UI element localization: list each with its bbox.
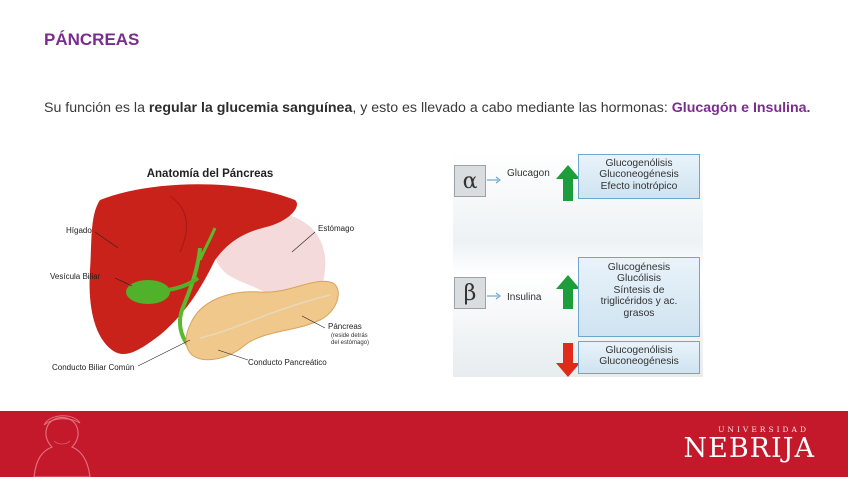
hormones-diagram: α Glucagon Glucogenólisis Gluconeogénesi… <box>453 151 703 377</box>
pancreas-anatomy-figure: Anatomía del Páncreas Hígado Vesícula Bi… <box>40 160 370 385</box>
insulina-increase-5: grasos <box>579 308 699 319</box>
label-higado: Hígado <box>66 226 92 235</box>
insulina-decrease-box: Glucogenólisis Gluconeogénesis <box>578 341 700 374</box>
portrait-watermark-icon <box>24 411 94 477</box>
glucagon-up-arrow-icon <box>556 165 580 201</box>
insulina-increase-1: Glucogénesis <box>579 262 699 273</box>
insulina-increase-box: Glucogénesis Glucólisis Síntesis de trig… <box>578 257 700 337</box>
arrow-right-icon <box>486 175 502 185</box>
intro-text-start: Su función es la <box>44 100 149 116</box>
intro-hormones-highlight: Glucagón e Insulina. <box>672 100 811 116</box>
label-pancreas-note-1: (reside detrás <box>331 333 368 340</box>
page-title: PÁNCREAS <box>44 30 139 50</box>
label-pancreas: Páncreas <box>328 322 362 331</box>
glucagon-effects-box: Glucogenólisis Gluconeogénesis Efecto in… <box>578 154 700 199</box>
label-pancreas-note-2: del estómago) <box>331 340 369 347</box>
insulina-down-arrow-icon <box>556 343 580 377</box>
insulina-label: Insulina <box>507 292 541 303</box>
glucagon-effect-2: Gluconeogénesis <box>579 169 699 180</box>
beta-cell-icon: β <box>454 277 486 309</box>
pancreas-shape <box>186 281 338 359</box>
intro-bold-text: regular la glucemia sanguínea <box>149 100 352 116</box>
insulina-up-arrow-icon <box>556 275 580 309</box>
intro-text-mid: , y esto es llevado a cabo mediante las … <box>352 100 671 116</box>
insulina-decrease-2: Gluconeogénesis <box>579 356 699 367</box>
label-vesicula: Vesícula Biliar <box>50 272 100 281</box>
insulina-increase-3: Síntesis de <box>579 285 699 296</box>
glucagon-label: Glucagon <box>507 168 550 179</box>
gallbladder-shape <box>126 280 170 304</box>
footer-bar: UNIVERSIDAD NEBRIJA <box>0 411 848 477</box>
arrow-right-icon <box>486 291 502 301</box>
label-conducto-biliar: Conducto Biliar Común <box>52 363 134 372</box>
insulina-decrease-1: Glucogenólisis <box>579 345 699 356</box>
alpha-cell-icon: α <box>454 165 486 197</box>
glucagon-effect-3: Efecto inotrópico <box>579 181 699 192</box>
brand-logo-text: NEBRIJA <box>684 433 816 464</box>
anatomy-title: Anatomía del Páncreas <box>40 168 380 180</box>
glucagon-effect-1: Glucogenólisis <box>579 158 699 169</box>
label-estomago: Estómago <box>318 224 354 233</box>
insulina-increase-4: triglicéridos y ac. <box>579 296 699 307</box>
intro-paragraph: Su función es la regular la glucemia san… <box>44 100 834 116</box>
label-conducto-pancreatico: Conducto Pancreático <box>248 358 327 367</box>
insulina-increase-2: Glucólisis <box>579 273 699 284</box>
